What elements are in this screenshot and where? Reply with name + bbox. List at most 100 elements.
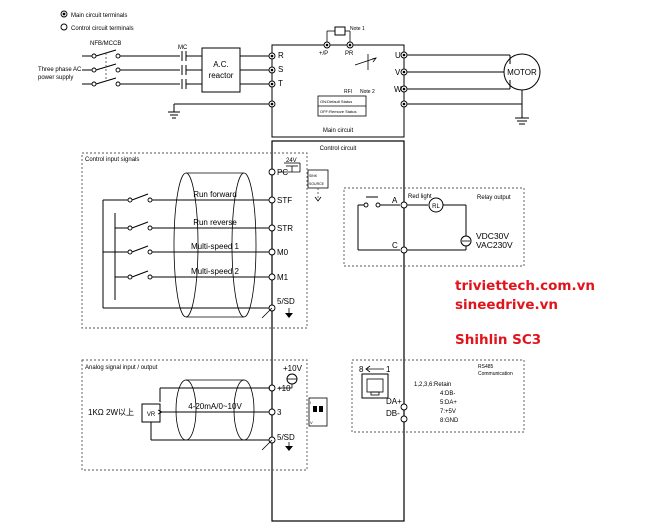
rl-label: RL	[432, 204, 440, 210]
rs485-pin-2: 4:DB-	[440, 391, 455, 397]
relay-c-label: C	[392, 241, 398, 250]
db-label: DB-	[386, 409, 400, 418]
rs485-title-line1: RS485	[478, 364, 494, 370]
legend: Main circuit terminals Control circuit t…	[60, 10, 134, 32]
terminal-3-label: 3	[277, 408, 282, 417]
switch-run-reverse	[131, 221, 149, 229]
pin8-label: 8	[359, 365, 364, 374]
analog-title: Analog signal input / output	[85, 365, 158, 371]
terminal-label-m0: M0	[277, 248, 289, 257]
analog-signal-label: 4-20mA/0~10V	[188, 402, 242, 411]
relay-frame	[343, 187, 525, 267]
rs485-section: RS485 Communication 8 1 1,2,3,6:Retain 4…	[351, 359, 525, 433]
contactor-icon	[181, 51, 187, 89]
signal-multi-speed-1: Multi-speed 1	[191, 242, 240, 251]
rj45-port-icon	[361, 373, 389, 399]
rs485-pin-4: 7:+5V	[440, 409, 456, 415]
input-label-t: T	[278, 79, 283, 88]
power-input: NFB/MCCB Three phase AC power supply MC …	[38, 41, 272, 119]
terminal-db	[400, 415, 408, 423]
reactor-label-line1: A.C.	[213, 60, 229, 69]
watermark-model: Shihlin SC3	[455, 332, 541, 348]
resistor-label: 1KΩ 2W以上	[88, 408, 134, 417]
main-circuit: R S T Note 1 +/P PR RFI Note 2 ON:Defaul…	[268, 26, 541, 138]
supply-label-line1: Three phase AC	[38, 67, 82, 73]
switch-v-label: V	[310, 420, 313, 425]
output-label-v: V	[395, 68, 401, 77]
terminal-m0	[268, 248, 276, 256]
control-terminal-legend-icon	[60, 23, 68, 31]
brake-transistor-icon	[354, 54, 377, 70]
switch-multi-speed-1	[131, 245, 149, 253]
main-circuit-label: Main circuit	[323, 128, 354, 134]
terminal-str	[268, 224, 276, 232]
switch-multi-speed-2	[131, 270, 149, 278]
relay-vac-label: VAC230V	[476, 240, 513, 250]
pin1-label: 1	[386, 365, 391, 374]
dc-plus-label: +/P	[319, 51, 328, 57]
relay-output-section: Relay output Red light RL VDC30V VAC230V…	[343, 187, 525, 267]
terminal-stf	[268, 196, 276, 204]
dc-pr-label: PR	[345, 51, 354, 57]
control-circuit-label: Control circuit	[320, 146, 357, 152]
relay-a-label: A	[392, 196, 398, 205]
sd-label-1: 5/SD	[277, 297, 295, 306]
terminal-pc	[268, 168, 276, 176]
rfi-line1: ON:Default Status	[320, 99, 352, 104]
breaker-label: NFB/MCCB	[90, 41, 121, 47]
input-label-r: R	[278, 51, 284, 60]
plus10-label: +10	[277, 384, 291, 393]
analog-section: Analog signal input / output +10V +10 1K…	[81, 359, 328, 471]
plus10v-label: +10V	[283, 364, 303, 373]
motor-label: MOTOR	[507, 68, 537, 77]
switch-run-forward	[131, 193, 149, 201]
rs485-frame	[351, 359, 525, 433]
note1-label: Note 1	[350, 26, 365, 32]
supply-24v-label: 24V	[286, 158, 297, 164]
control-input-title: Control input signals	[85, 157, 139, 163]
terminal-3	[268, 408, 276, 416]
watermark-site1: triviettech.com.vn	[455, 278, 595, 294]
legend-main-terminals: Main circuit terminals	[71, 13, 127, 19]
rfi-line2: OFF:Remove Status	[320, 109, 356, 114]
rs485-pin-5: 8:GND	[440, 418, 459, 424]
output-label-u: U	[395, 51, 401, 60]
legend-control-terminals: Control circuit terminals	[71, 26, 134, 32]
signal-multi-speed-2: Multi-speed 2	[191, 267, 240, 276]
red-light-label: Red light	[408, 194, 432, 200]
switch-i-label: I	[310, 400, 311, 405]
control-circuit-box	[271, 140, 405, 522]
breaker-icon	[91, 49, 121, 87]
rfi-label: RFI	[344, 89, 352, 95]
pc-label: PC	[277, 168, 288, 177]
analog-frame	[81, 359, 308, 471]
signal-run-reverse: Run reverse	[193, 218, 237, 227]
terminal-label-str: STR	[277, 224, 293, 233]
ground-icon	[168, 111, 180, 119]
relay-title: Relay output	[477, 195, 511, 201]
brake-resistor-icon	[334, 26, 346, 36]
note2-label: Note 2	[360, 89, 375, 95]
relay-vdc-label: VDC30V	[476, 231, 509, 241]
ground-arrow-icon	[285, 313, 293, 318]
da-label: DA+	[386, 397, 402, 406]
rs485-title-line2: Communication	[478, 371, 513, 377]
terminal-c	[400, 246, 408, 254]
rs485-pin-1: 1,2,3,6:Retain	[414, 382, 451, 388]
reactor-label-line2: reactor	[209, 71, 234, 80]
watermark: triviettech.com.vn sineedrive.vn Shihlin…	[455, 278, 595, 348]
motor-ground-icon	[515, 117, 529, 125]
input-label-s: S	[278, 65, 283, 74]
ac-reactor	[201, 47, 241, 93]
terminal-label-stf: STF	[277, 196, 292, 205]
control-input-frame	[81, 152, 308, 329]
vr-label: VR	[147, 412, 156, 418]
sd-label-2: 5/SD	[277, 433, 295, 442]
terminal-a	[400, 201, 408, 209]
terminal-da	[400, 403, 408, 411]
analog-ground-arrow-icon	[285, 446, 293, 451]
main-circuit-box	[271, 44, 405, 138]
watermark-site2: sineedrive.vn	[455, 297, 558, 313]
rs485-pin-3: 5:DA+	[440, 400, 457, 406]
